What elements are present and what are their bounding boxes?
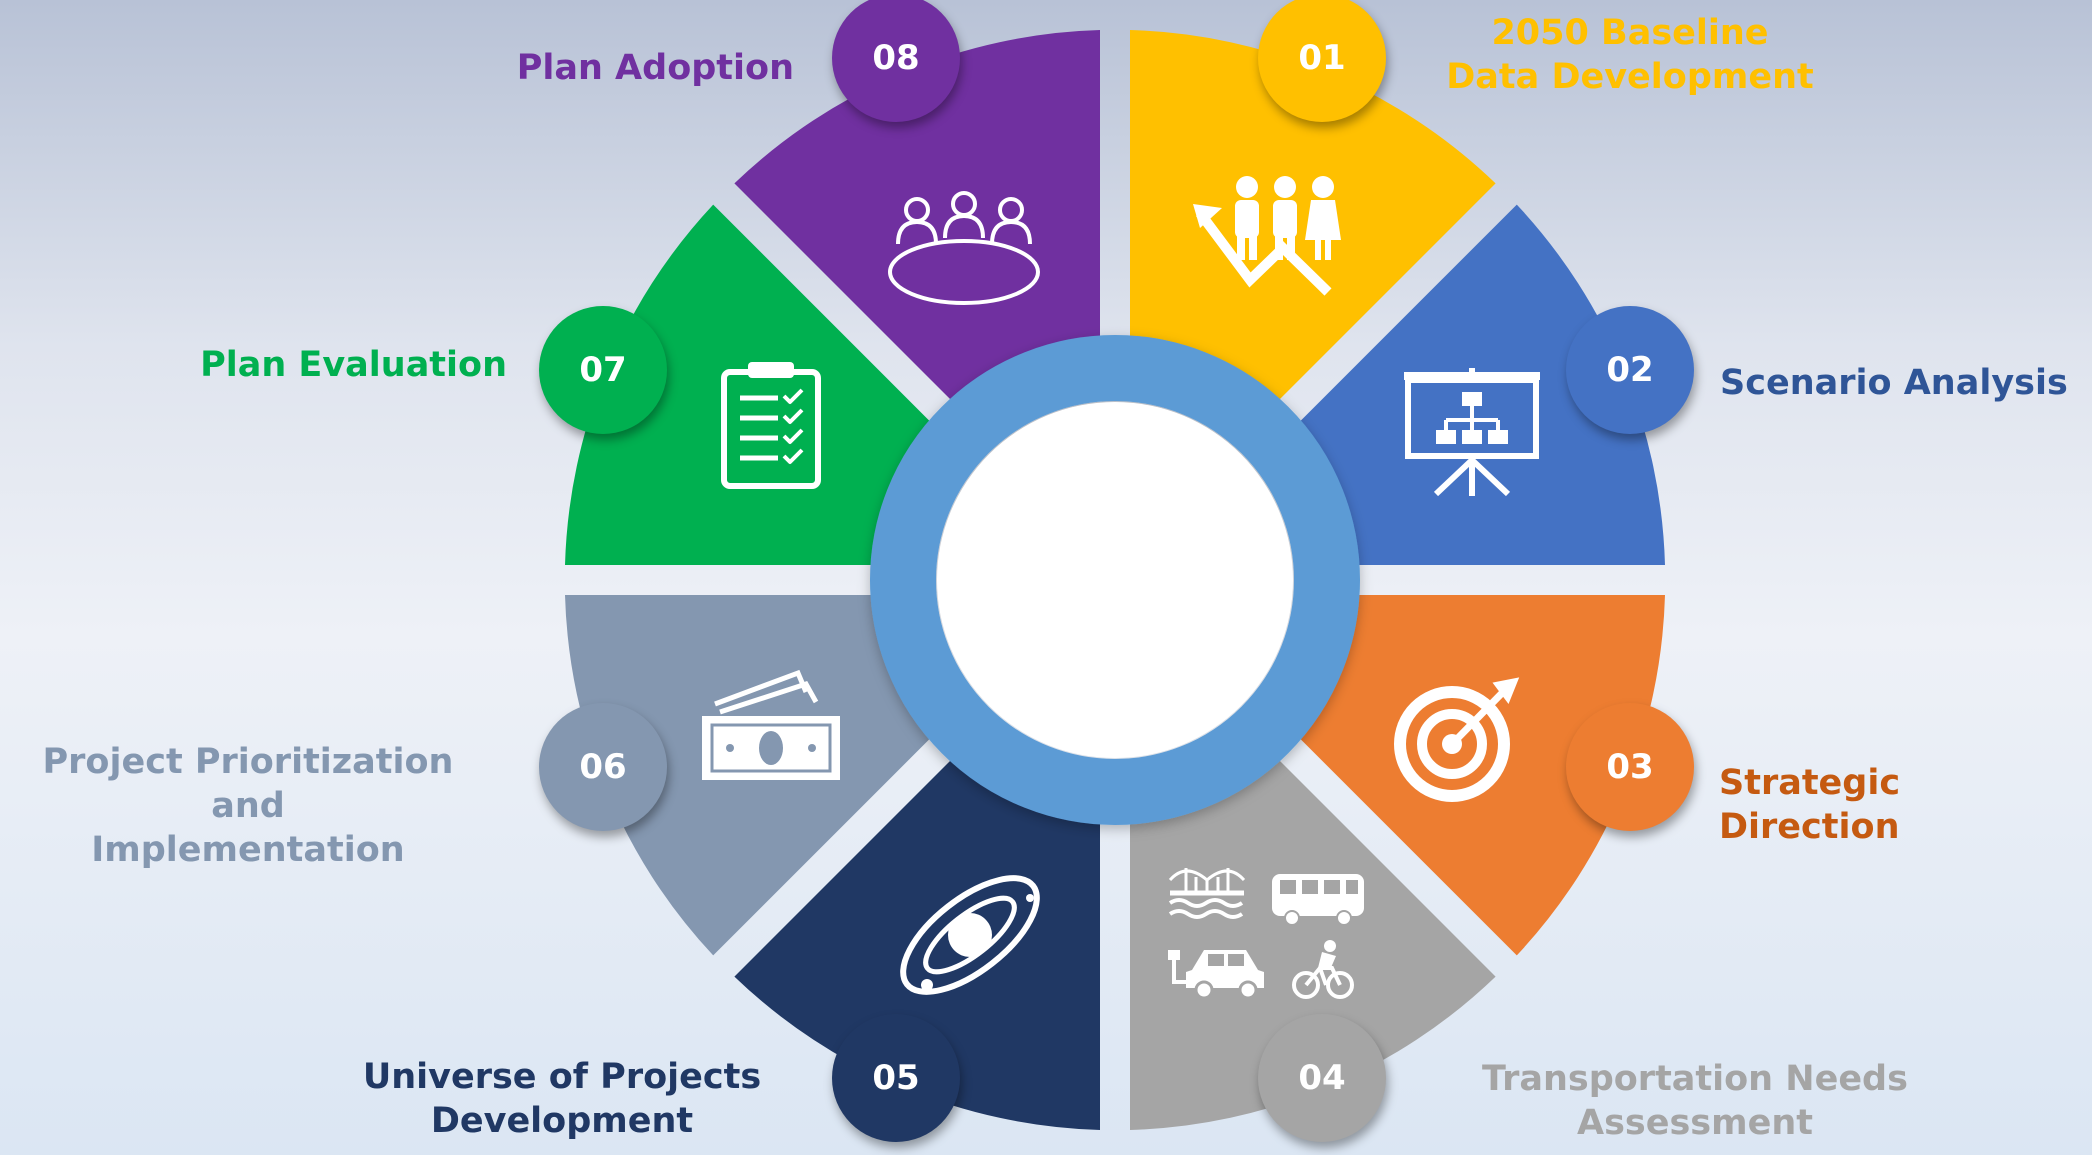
segment-03-strategic <box>1297 595 1665 956</box>
badge-01: 01 <box>1258 0 1386 122</box>
badge-03: 03 <box>1566 703 1694 831</box>
badge-07: 07 <box>539 306 667 434</box>
badge-06: 06 <box>539 703 667 831</box>
badge-02: 02 <box>1566 306 1694 434</box>
badge-08: 08 <box>832 0 960 122</box>
label-plan-evaluation: Plan Evaluation <box>200 345 507 385</box>
presentation-board-icon <box>1404 368 1540 497</box>
segment-07-evaluation <box>565 204 933 565</box>
label-project-prioritization-implementation: Project Prioritization and Implementatio… <box>42 742 454 870</box>
badge-04: 04 <box>1258 1014 1386 1142</box>
checklist-clipboard-icon <box>721 362 821 489</box>
badge-05: 05 <box>832 1014 960 1142</box>
label-transportation-needs-assessment: Transportation Needs Assessment <box>1482 1059 1908 1143</box>
center-ring <box>870 335 1360 825</box>
transportation-modes-icon <box>1168 868 1364 1000</box>
label-plan-adoption: Plan Adoption <box>516 48 794 88</box>
segment-04-needs <box>1130 757 1496 1130</box>
segment-05-universe <box>734 757 1100 1130</box>
people-growth-arrow-icon <box>1193 176 1341 296</box>
label-universe-of-projects-development: Universe of Projects Development <box>362 1057 762 1141</box>
segment-02-scenario <box>1297 204 1665 565</box>
segment-08-plan-adoption <box>734 30 1100 403</box>
money-bills-icon <box>702 669 840 780</box>
label-baseline-data-development: 2050 Baseline Data Development <box>1446 13 1814 97</box>
planet-orbit-icon <box>900 875 1040 995</box>
label-strategic-direction: Strategic Direction <box>1719 763 1901 847</box>
label-scenario-analysis: Scenario Analysis <box>1720 363 2068 403</box>
center-hole <box>937 402 1293 758</box>
target-arrow-icon <box>1394 677 1520 802</box>
meeting-table-icon <box>888 191 1040 305</box>
